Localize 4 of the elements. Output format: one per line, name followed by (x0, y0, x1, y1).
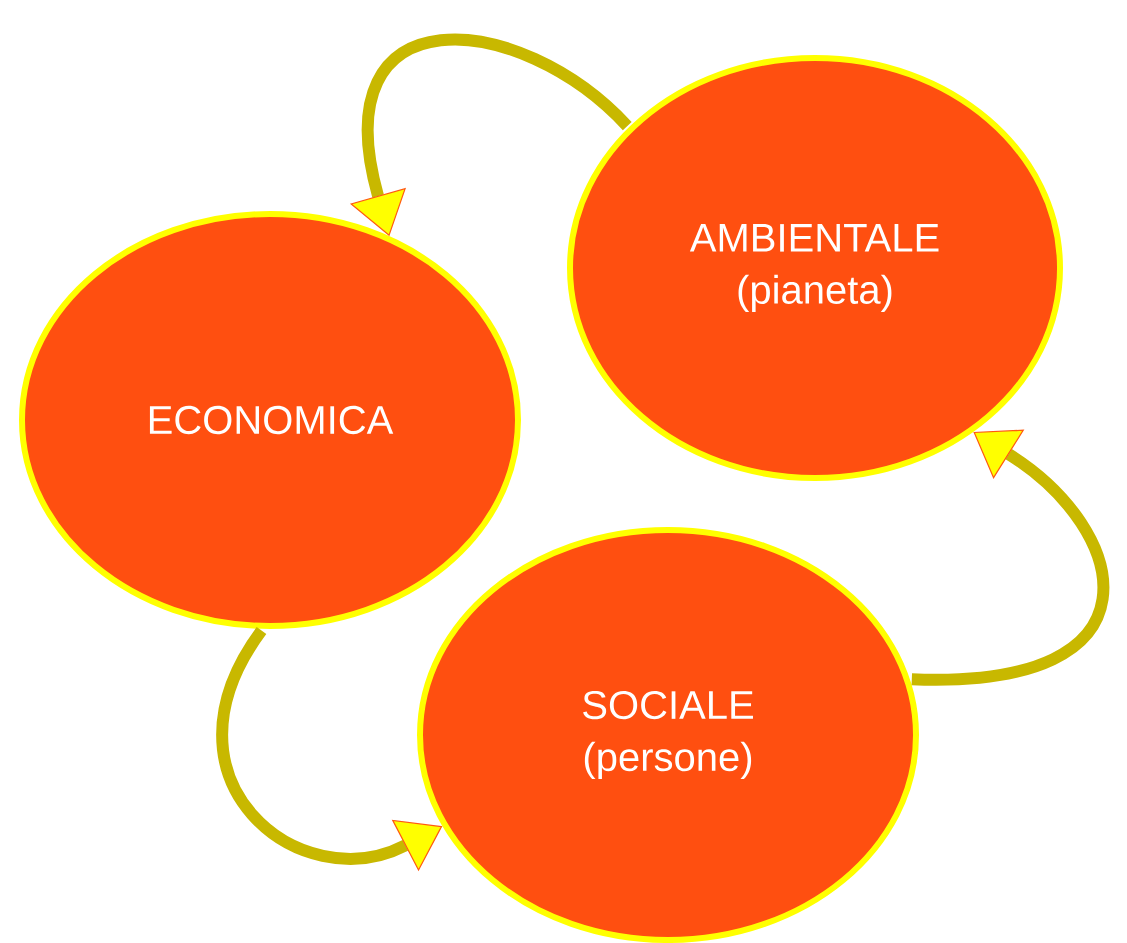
ellipse-node: AMBIENTALE (pianeta) (567, 55, 1063, 481)
ellipse-node: ECONOMICA (19, 211, 521, 629)
curved-arrow (911, 429, 1109, 686)
ellipse-node: SOCIALE (persone) (417, 527, 919, 943)
